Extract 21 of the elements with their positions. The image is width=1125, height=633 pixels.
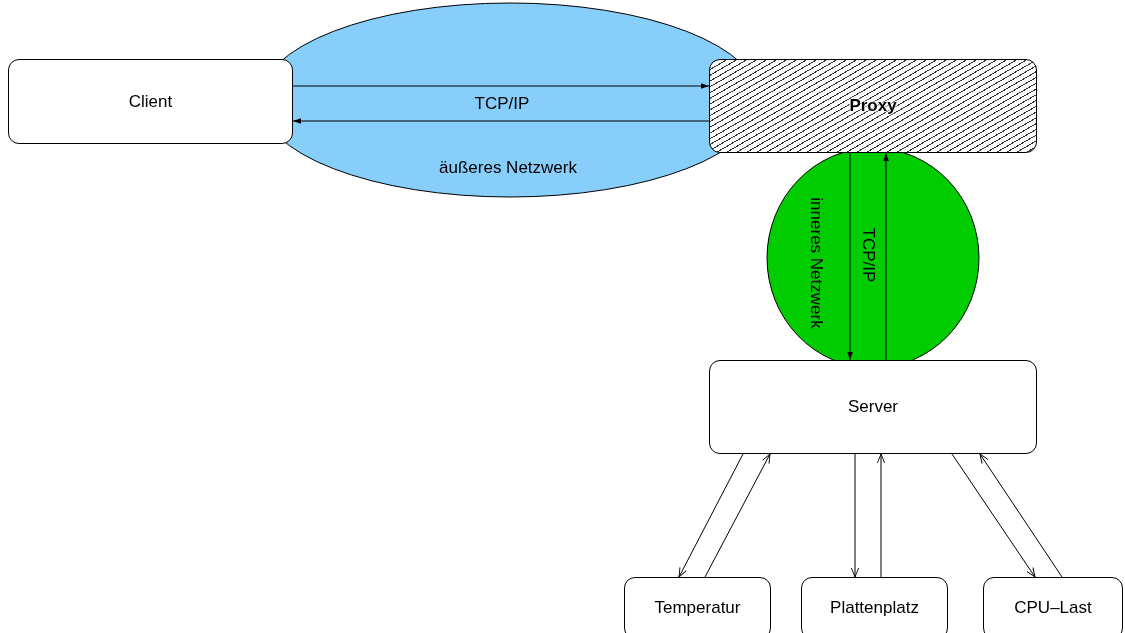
box-label: Client: [128, 91, 173, 112]
network-label: inneres Netzwerk: [806, 197, 826, 329]
network-label: äußeres Netzwerk: [439, 158, 577, 178]
box-label: Temperatur: [654, 598, 741, 618]
arrow: [847, 152, 853, 361]
box-label: Plattenplatz: [830, 598, 919, 618]
client-box: [8, 59, 293, 144]
arrow: [883, 152, 889, 361]
arrow: [704, 453, 771, 578]
box-label: CPU–Last: [1014, 598, 1092, 618]
server-box: [709, 360, 1037, 454]
proxy-box: [709, 59, 1037, 153]
arrow: [292, 118, 710, 124]
sensor-box: [983, 577, 1123, 633]
arrow: [951, 453, 1036, 578]
sensor-box: [801, 577, 948, 633]
sensor-box: [624, 577, 771, 633]
arrow: [292, 83, 710, 89]
arrow: [678, 453, 744, 578]
arrow: [979, 453, 1063, 578]
box-label: Server: [847, 397, 899, 417]
